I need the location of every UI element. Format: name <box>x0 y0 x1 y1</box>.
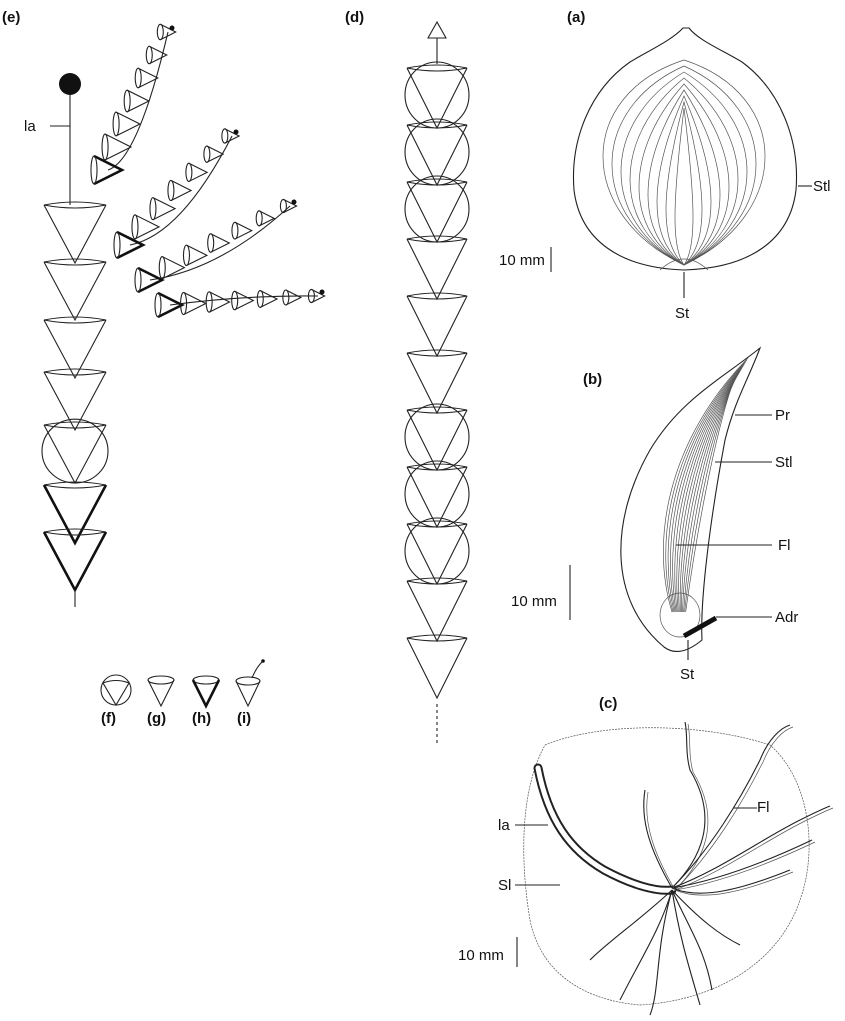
panel-b-label: (b) <box>583 371 602 388</box>
d-unit <box>407 578 467 641</box>
e-branch <box>135 199 297 292</box>
c-vascular-strands <box>644 722 833 895</box>
c-la-label: la <box>498 817 510 834</box>
panel-h-label: (h) <box>192 710 211 727</box>
panel-e: (e) la <box>2 9 325 607</box>
b-fl-label: Fl <box>778 537 791 554</box>
d-unit <box>407 293 467 356</box>
panel-c: (c) Fl la Sl 10 mm <box>458 695 833 1015</box>
c-roots <box>590 890 740 1015</box>
panel-e-label: (e) <box>2 9 20 26</box>
e-branch <box>155 289 325 317</box>
bulb-scale-leaves <box>603 60 765 265</box>
legend-f-symbol <box>101 675 131 705</box>
e-la-label: la <box>24 118 36 135</box>
b-stl-label: Stl <box>775 454 793 471</box>
c-sl-label: Sl <box>498 877 511 894</box>
panel-a: (a) St Stl 10 mm <box>499 9 831 322</box>
panel-d: (d) <box>345 9 469 744</box>
a-stl-label: Stl <box>813 178 831 195</box>
panel-f-label: (f) <box>101 710 116 727</box>
e-branch <box>91 24 176 184</box>
scale-leaf-veins <box>663 358 748 612</box>
panel-a-label: (a) <box>567 9 585 26</box>
a-scale-label: 10 mm <box>499 252 545 269</box>
d-unit <box>407 635 467 698</box>
b-st-label: St <box>680 666 695 683</box>
legend-g-symbol <box>148 676 174 706</box>
bulb-outline <box>573 28 796 270</box>
e-unit <box>44 259 106 320</box>
d-unit <box>405 62 469 128</box>
legend: (f) (g) (h) (i) <box>101 659 265 727</box>
d-unit-stack <box>405 62 469 698</box>
panel-i-label: (i) <box>237 710 251 727</box>
e-lateral-branches <box>91 24 325 317</box>
inflorescence-head <box>59 73 81 95</box>
legend-h-symbol <box>193 676 219 706</box>
b-scale-label: 10 mm <box>511 593 557 610</box>
b-pr-label: Pr <box>775 407 790 424</box>
panel-d-label: (d) <box>345 9 364 26</box>
a-st-label: St <box>675 305 690 322</box>
d-unit <box>407 236 467 299</box>
b-adr-label: Adr <box>775 609 798 626</box>
c-fl-label: Fl <box>757 799 770 816</box>
panel-g-label: (g) <box>147 710 166 727</box>
growth-arrow <box>428 22 446 38</box>
e-main-axis <box>42 202 108 590</box>
e-unit <box>44 529 106 590</box>
legend-i-symbol <box>236 659 265 706</box>
c-scale-label: 10 mm <box>458 947 504 964</box>
e-unit <box>44 202 106 263</box>
panel-b: (b) Pr Stl Fl Adr St 10 mm <box>511 348 798 683</box>
e-unit <box>42 419 108 483</box>
panel-c-label: (c) <box>599 695 617 712</box>
c-scale-leaf-outline <box>524 728 809 1005</box>
adventitious-root <box>684 618 716 636</box>
